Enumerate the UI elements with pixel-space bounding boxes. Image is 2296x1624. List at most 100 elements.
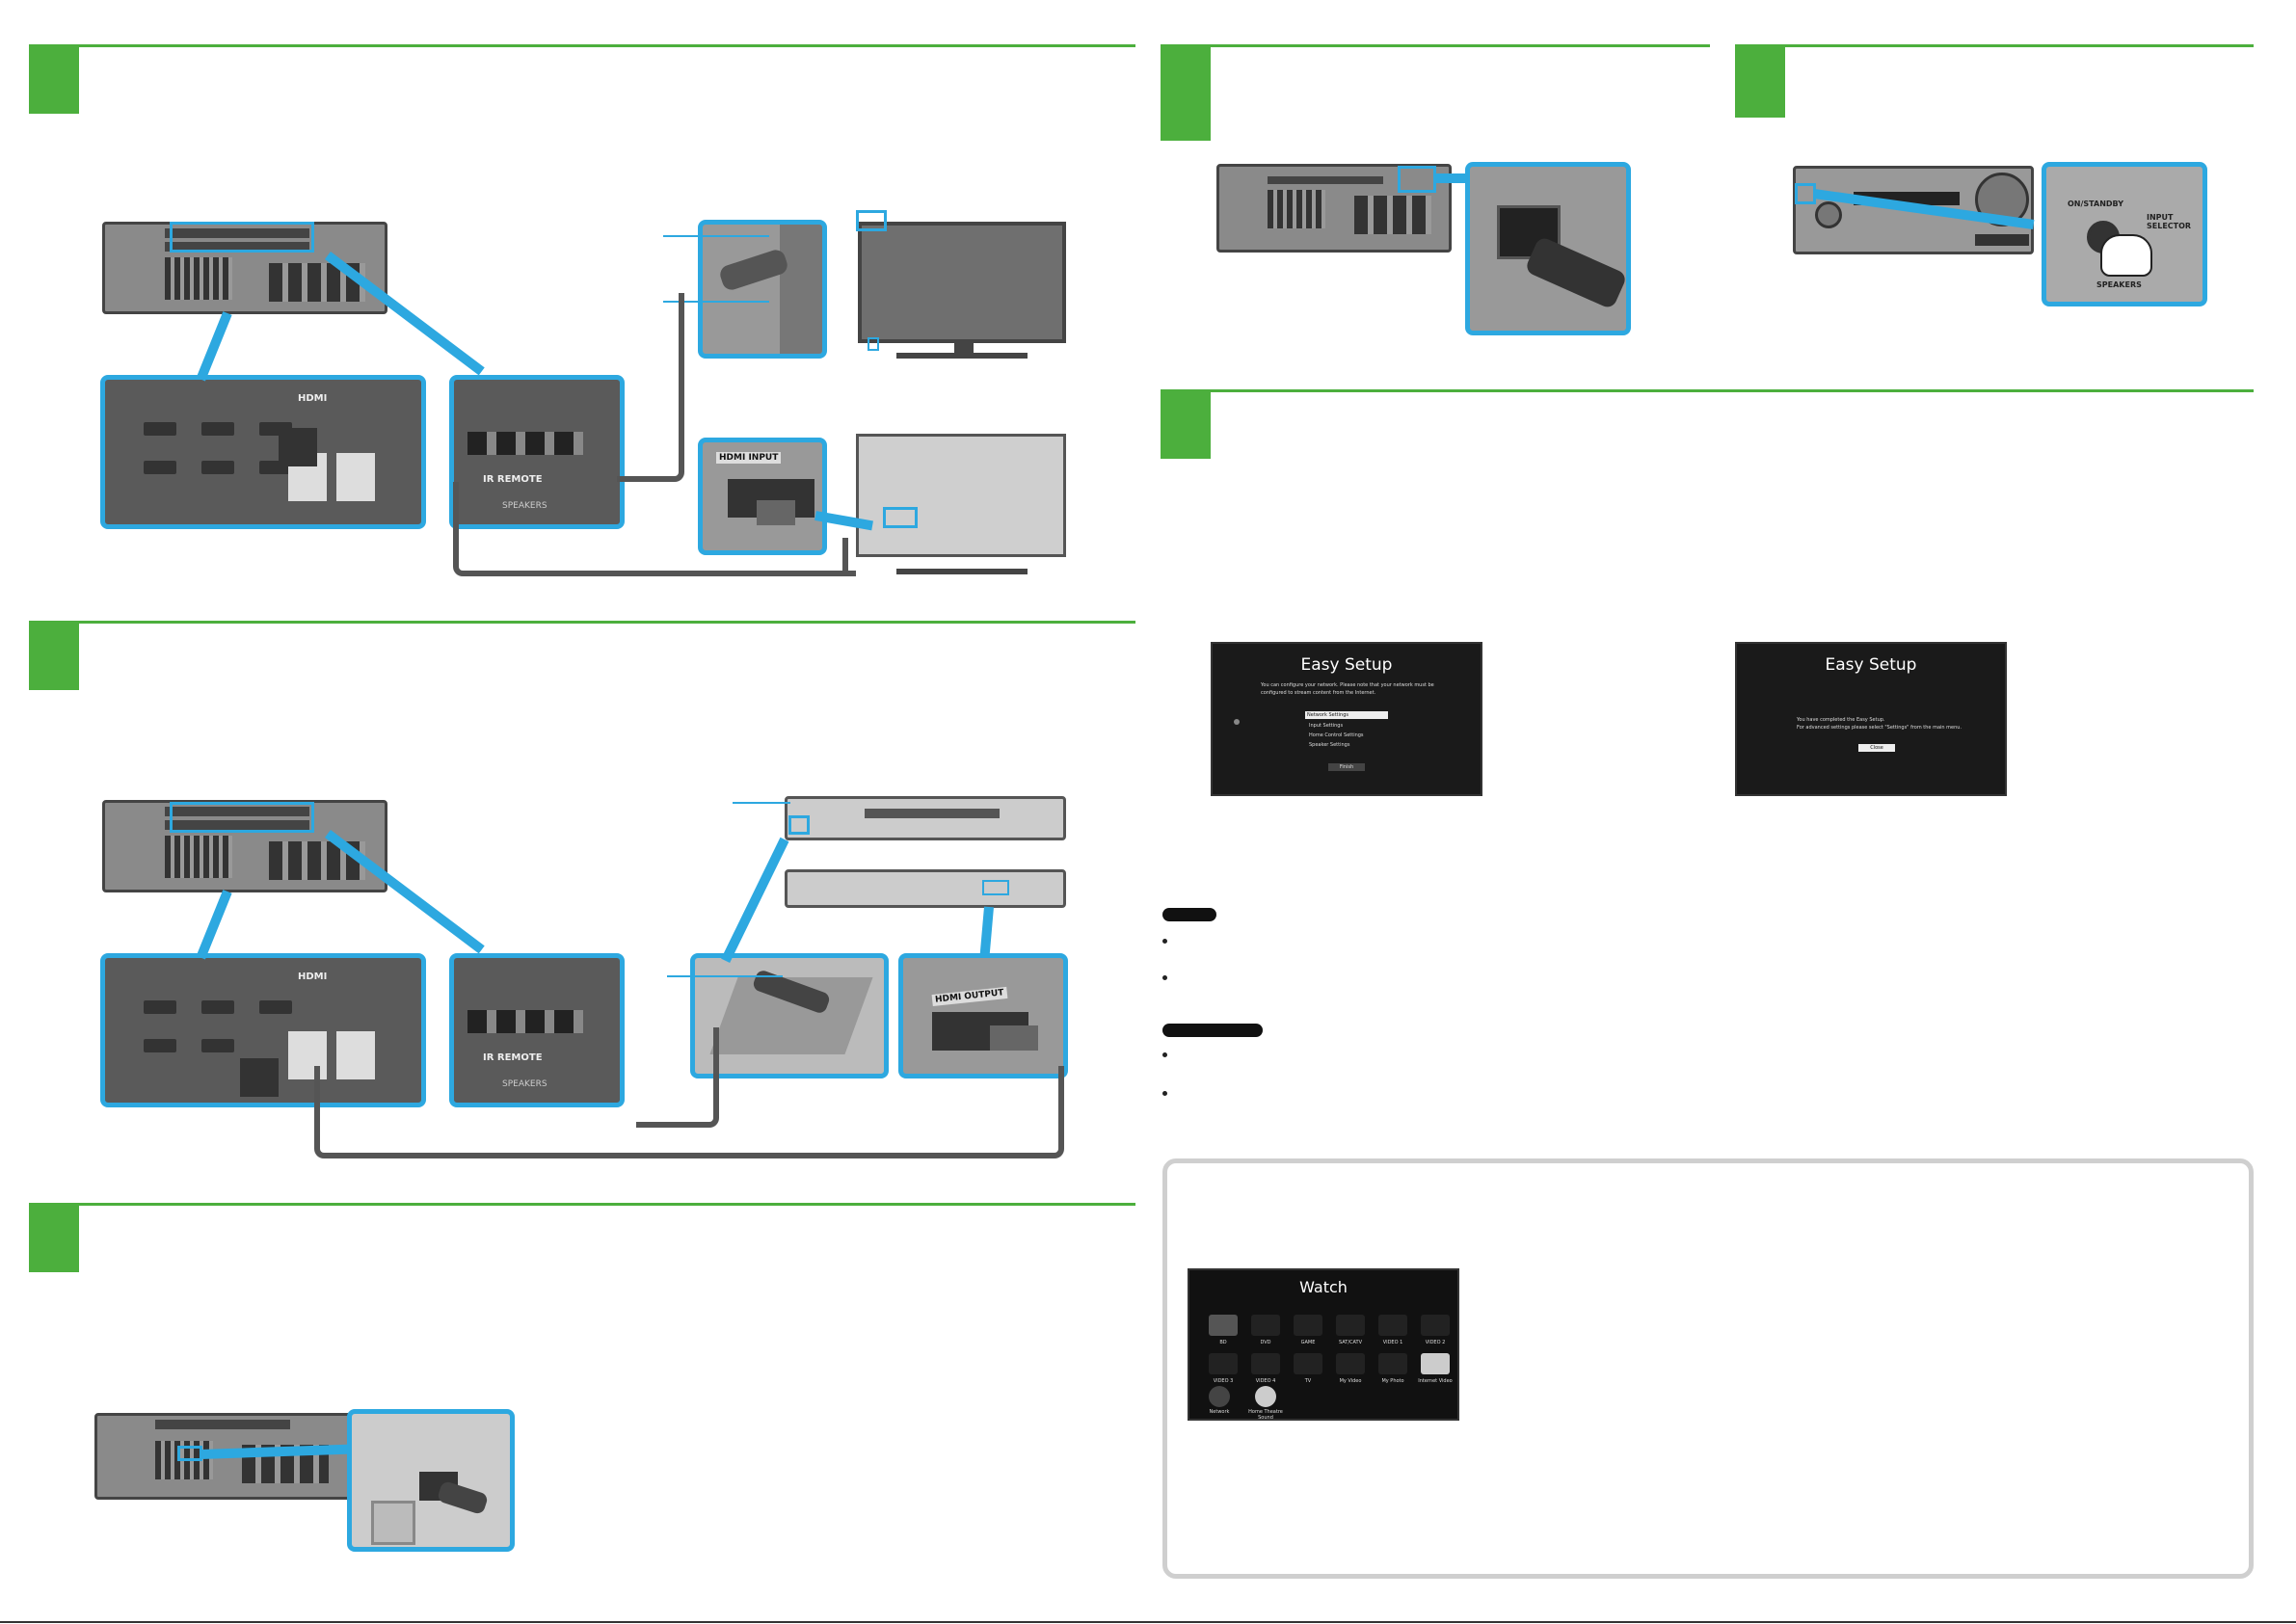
note-pill-1 bbox=[1162, 908, 1216, 921]
ir-remote-panel-zoom: IR REMOTE SPEAKERS bbox=[449, 375, 625, 529]
game-icon[interactable] bbox=[1294, 1315, 1322, 1336]
ir-remote-label: IR REMOTE bbox=[483, 474, 543, 485]
easy-setup-title-1: Easy Setup bbox=[1300, 655, 1393, 675]
home-theatre-sound-icon[interactable] bbox=[1255, 1386, 1276, 1407]
tv-icon[interactable] bbox=[1294, 1353, 1322, 1374]
box-connector bbox=[979, 906, 994, 956]
video1-icon[interactable] bbox=[1378, 1315, 1407, 1336]
internet-video-icon[interactable] bbox=[1421, 1353, 1450, 1374]
bd-ir-highlight bbox=[788, 815, 810, 835]
on-standby-label: ON/STANDBY bbox=[2068, 200, 2123, 208]
hdmi-output-label: HDMI OUTPUT bbox=[931, 986, 1008, 1007]
speakers-label-2: SPEAKERS bbox=[502, 1079, 547, 1089]
network-icon[interactable] bbox=[1209, 1386, 1230, 1407]
bullet-2 bbox=[1162, 975, 1167, 980]
section-2-rule bbox=[29, 621, 1135, 624]
video4-icon[interactable] bbox=[1251, 1353, 1280, 1374]
standby-highlight bbox=[1795, 183, 1816, 204]
tv-base bbox=[896, 353, 1028, 359]
usb-panel-zoom bbox=[347, 1409, 515, 1552]
home-control-settings-item[interactable]: Home Control Settings bbox=[1309, 732, 1364, 738]
section-4-step-marker bbox=[1161, 44, 1211, 141]
video2-icon[interactable] bbox=[1421, 1315, 1450, 1336]
ir-cable-2 bbox=[636, 1027, 719, 1128]
video1-label: VIDEO 1 bbox=[1382, 1340, 1403, 1345]
section-3-step-marker bbox=[29, 1203, 79, 1272]
receiver-usb-highlight bbox=[177, 1446, 202, 1461]
receiver-hdmi-highlight-2 bbox=[170, 802, 314, 833]
my-video-label: My Video bbox=[1339, 1378, 1362, 1384]
section-3-rule bbox=[29, 1203, 1135, 1206]
bullet-4 bbox=[1162, 1091, 1167, 1096]
video3-label: VIDEO 3 bbox=[1213, 1378, 1234, 1384]
callout-3 bbox=[733, 802, 790, 804]
hdmi-label-2: HDMI bbox=[298, 972, 328, 982]
section-4-rule bbox=[1161, 44, 1710, 47]
hdmi-label: HDMI bbox=[298, 393, 328, 404]
callout-1 bbox=[663, 235, 769, 237]
speaker-settings-item[interactable]: Speaker Settings bbox=[1309, 742, 1350, 748]
internet-video-label: Internet Video bbox=[1418, 1378, 1453, 1384]
bd-icon[interactable] bbox=[1209, 1315, 1238, 1336]
dvd-icon[interactable] bbox=[1251, 1315, 1280, 1336]
tv-ir-sensor bbox=[868, 337, 879, 351]
video3-icon[interactable] bbox=[1209, 1353, 1238, 1374]
hdmi-cable-2 bbox=[314, 1066, 1064, 1158]
tv-rear-base bbox=[896, 569, 1028, 574]
section-5-step-marker bbox=[1735, 44, 1785, 118]
receiver-hdmi-highlight bbox=[170, 222, 314, 253]
ir-blaster-zoom-2 bbox=[690, 953, 889, 1078]
section-2-step-marker bbox=[29, 621, 79, 690]
close-button[interactable]: Close bbox=[1858, 744, 1895, 752]
easy-setup-screen-2: Easy Setup You have completed the Easy S… bbox=[1735, 642, 2007, 796]
my-video-icon[interactable] bbox=[1336, 1353, 1365, 1374]
zoom-connector-3 bbox=[196, 890, 232, 960]
ir-cable bbox=[617, 293, 684, 482]
bullet-1 bbox=[1162, 939, 1167, 944]
input-settings-item[interactable]: Input Settings bbox=[1309, 723, 1344, 729]
tv-ir-highlight bbox=[856, 210, 887, 231]
finish-button[interactable]: Finish bbox=[1328, 763, 1365, 771]
page-bottom-rule bbox=[0, 1621, 2296, 1623]
tv-front bbox=[858, 222, 1066, 343]
hdmi-cable-1b bbox=[829, 538, 848, 576]
bd-player bbox=[785, 796, 1066, 840]
standby-button-zoom: ON/STANDBY INPUT SELECTOR SPEAKERS bbox=[2042, 162, 2207, 306]
section-1-rule bbox=[29, 44, 1135, 47]
hand-icon bbox=[2100, 234, 2152, 277]
receiver-rear-2 bbox=[102, 800, 387, 892]
easy-setup-advanced-line: For advanced settings please select "Set… bbox=[1797, 725, 1962, 731]
hdmi-input-label: HDMI INPUT bbox=[716, 452, 782, 464]
power-socket-highlight bbox=[1398, 166, 1436, 193]
bd-label: BD bbox=[1219, 1340, 1227, 1345]
sat-catv-icon[interactable] bbox=[1336, 1315, 1365, 1336]
easy-setup-title-2: Easy Setup bbox=[1825, 655, 1917, 675]
dvd-label: DVD bbox=[1260, 1340, 1271, 1345]
easy-setup-desc-1: You can configure your network. Please n… bbox=[1261, 682, 1434, 688]
game-label: GAME bbox=[1300, 1340, 1316, 1345]
my-photo-icon[interactable] bbox=[1378, 1353, 1407, 1374]
network-label: Network bbox=[1209, 1409, 1230, 1415]
tv-stand bbox=[954, 343, 974, 355]
sat-catv-label: SAT/CATV bbox=[1338, 1340, 1363, 1345]
hdmi-panel-zoom: HDMI bbox=[100, 375, 426, 529]
ir-blaster-zoom bbox=[698, 220, 827, 359]
easy-setup-desc-2: configured to stream content from the In… bbox=[1261, 690, 1376, 696]
ir-remote-label-2: IR REMOTE bbox=[483, 1052, 543, 1063]
zoom-connector-1 bbox=[196, 311, 232, 382]
power-cord-zoom bbox=[1465, 162, 1631, 335]
ir-remote-panel-zoom-2: IR REMOTE SPEAKERS bbox=[449, 953, 625, 1107]
speakers-front-label: SPEAKERS bbox=[2096, 280, 2142, 289]
easy-setup-complete-line: You have completed the Easy Setup. bbox=[1797, 717, 1885, 723]
my-photo-label: My Photo bbox=[1381, 1378, 1404, 1384]
hdmi-output-panel-zoom: HDMI OUTPUT bbox=[898, 953, 1068, 1078]
hdmi-input-panel-zoom: HDMI INPUT bbox=[698, 438, 827, 555]
tv-label: TV bbox=[1304, 1378, 1312, 1384]
power-connector bbox=[1434, 173, 1473, 183]
easy-setup-screen-1: Easy Setup You can configure your networ… bbox=[1211, 642, 1482, 796]
speakers-label: SPEAKERS bbox=[502, 501, 547, 511]
section-6-rule bbox=[1161, 389, 2254, 392]
setup-indicator-icon bbox=[1234, 719, 1240, 725]
section-1-step-marker bbox=[29, 44, 79, 114]
network-settings-item[interactable]: Network Settings bbox=[1305, 711, 1388, 719]
